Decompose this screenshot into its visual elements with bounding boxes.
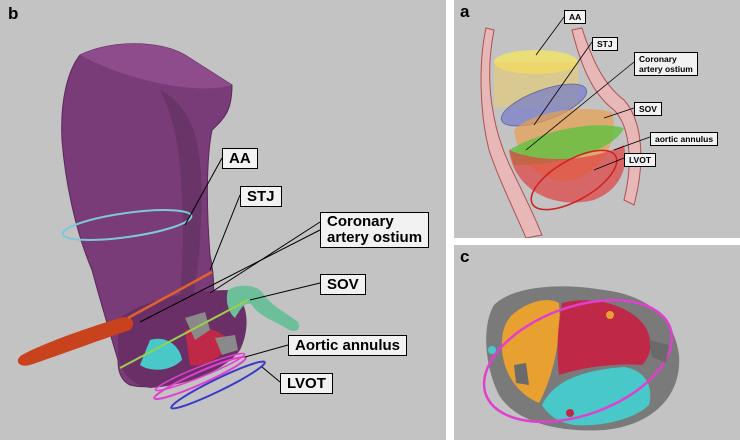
aorta-top-opening [80, 43, 232, 89]
aorta-shading [160, 90, 202, 350]
left-coronary-artery [226, 285, 300, 331]
cusp-red [557, 300, 651, 375]
label-aortic-annulus: aortic annulus [650, 132, 719, 146]
label-aa: AA [564, 10, 587, 24]
panel-letter: c [460, 247, 470, 266]
annulus-plane [509, 125, 624, 165]
panel-a: a AA STJ Coronary artery ostium SOV aort… [454, 0, 740, 238]
label-sov: SOV [320, 274, 366, 295]
calcification [514, 363, 529, 385]
landmark-dot [488, 346, 496, 354]
valve-top-view [482, 286, 680, 431]
right-coronary-artery [17, 317, 134, 366]
calcification [215, 335, 238, 355]
lvot-region [509, 145, 626, 203]
label-stj: STJ [240, 186, 282, 207]
label-aortic-annulus: Aortic annulus [288, 335, 408, 356]
label-stj: STJ [592, 37, 618, 51]
label-lvot: LVOT [624, 153, 657, 167]
leader-lines [525, 16, 651, 171]
label-aa: AA [222, 148, 258, 169]
cusp-cyan [140, 338, 182, 370]
aortic-wall-left [480, 27, 543, 238]
aortic-root-illustration [480, 16, 651, 238]
label-lvot: LVOT [280, 373, 333, 394]
calcification [649, 340, 669, 363]
panel-letter: b [8, 4, 19, 23]
annulus-ellipse [482, 298, 674, 424]
label-coronary-artery-ostium: Coronary artery ostium [634, 52, 698, 76]
leader-lines [139, 157, 321, 383]
stj-ring [127, 270, 213, 320]
sov-ring [119, 299, 249, 369]
aa-ring [61, 209, 193, 241]
landmark-dot [566, 409, 574, 417]
panel-c: c [454, 245, 740, 440]
aorta-3d-model [17, 43, 321, 410]
aortic-wall-right [571, 27, 642, 206]
landmark-dot [606, 311, 614, 319]
label-coronary-artery-ostium: Coronary artery ostium [320, 212, 430, 248]
panel-b: b AA STJ Coronary artery ostium SOV Aort… [0, 0, 446, 440]
label-sov: SOV [634, 102, 662, 116]
lvot-ring [530, 149, 618, 211]
lvot-ring [170, 360, 266, 410]
panel-letter: a [460, 2, 470, 21]
annulus-ring [153, 355, 247, 401]
annulus-ring-inner [154, 352, 246, 392]
